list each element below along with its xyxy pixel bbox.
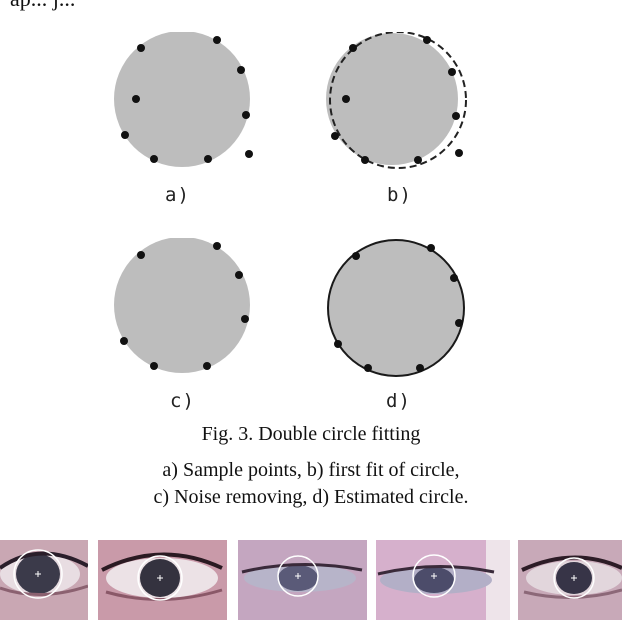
sample-point — [414, 156, 422, 164]
sample-point — [137, 44, 145, 52]
panel-b — [318, 32, 478, 172]
sample-point — [242, 111, 250, 119]
figure-caption-line-1: a) Sample points, b) first fit of circle… — [162, 459, 460, 481]
sample-point — [349, 44, 357, 52]
sample-point — [213, 36, 221, 44]
sample-point — [342, 95, 350, 103]
sample-point — [448, 68, 456, 76]
eye-image-1 — [0, 540, 88, 620]
sample-point — [452, 112, 460, 120]
sample-point — [132, 95, 140, 103]
figure-caption-title: Fig. 3. Double circle fitting — [201, 423, 421, 445]
disc — [326, 33, 458, 165]
panel-b-label: b) — [387, 184, 412, 206]
eye-photo — [376, 540, 510, 620]
sample-point — [245, 150, 253, 158]
eye-image-5 — [518, 540, 622, 620]
inlier-point — [203, 362, 211, 370]
panel-d-figure — [327, 239, 465, 377]
inlier-point — [416, 364, 424, 372]
panel-c — [108, 238, 258, 378]
panel-c-label: c) — [170, 390, 195, 412]
panel-c-figure — [114, 238, 250, 373]
inlier-point — [455, 319, 463, 327]
inlier-point — [241, 315, 249, 323]
disc — [114, 32, 250, 167]
inlier-point — [450, 274, 458, 282]
sample-point — [204, 155, 212, 163]
eye-photo — [518, 540, 622, 620]
disc — [114, 238, 250, 373]
panel-d — [318, 238, 478, 378]
panel-a — [108, 32, 258, 172]
inlier-point — [427, 244, 435, 252]
panel-a-figure — [114, 32, 253, 167]
inlier-point — [334, 340, 342, 348]
sample-point — [423, 36, 431, 44]
sample-point — [331, 132, 339, 140]
figure-caption-line-2: c) Noise removing, d) Estimated circle. — [153, 486, 469, 508]
inlier-point — [352, 252, 360, 260]
sample-point — [455, 149, 463, 157]
panel-a-label: a) — [165, 184, 190, 206]
inlier-point — [137, 251, 145, 259]
eye-photo — [238, 540, 367, 620]
sample-point — [361, 156, 369, 164]
estimated-circle — [327, 239, 465, 377]
inlier-point — [213, 242, 221, 250]
inlier-point — [150, 362, 158, 370]
first-fit-circle — [329, 32, 467, 169]
inlier-point — [120, 337, 128, 345]
inlier-point — [364, 364, 372, 372]
eye-image-2 — [98, 540, 227, 620]
panel-d-label: d) — [386, 390, 411, 412]
inlier-point — [235, 271, 243, 279]
eye-image-3 — [238, 540, 367, 620]
eye-image-4 — [376, 540, 510, 620]
top-text-fragment: ap... j... — [10, 0, 75, 12]
eye-photo — [98, 540, 227, 620]
panel-b-figure — [326, 32, 467, 169]
sample-point — [150, 155, 158, 163]
eye-photo — [0, 540, 88, 620]
sample-point — [121, 131, 129, 139]
sample-point — [237, 66, 245, 74]
